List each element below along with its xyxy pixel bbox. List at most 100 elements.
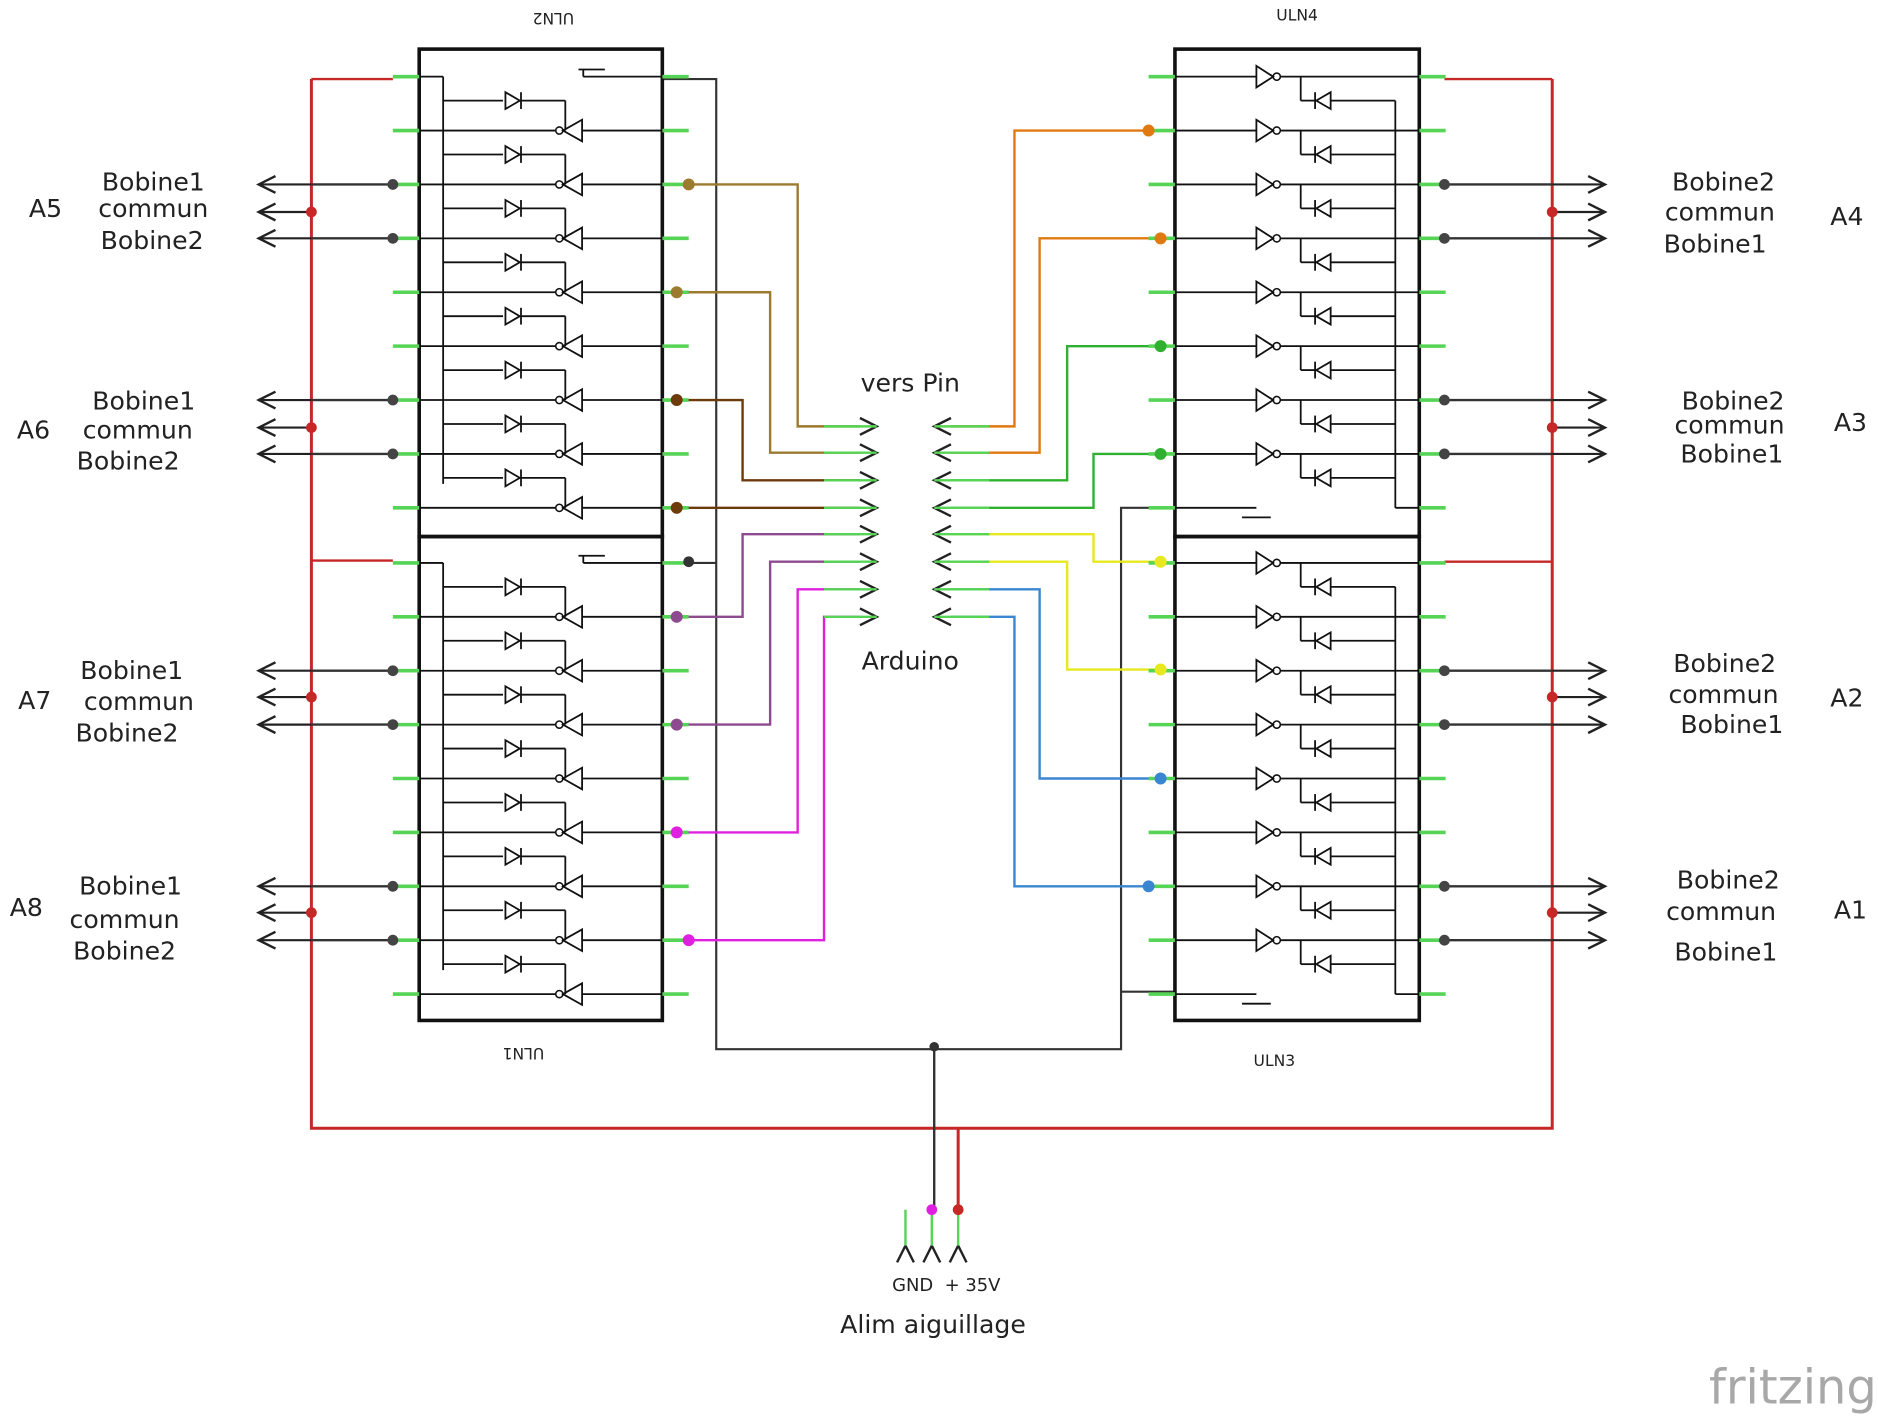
right-bobine-bottom-label: Bobine1 <box>1674 938 1777 967</box>
diode-icon <box>1314 792 1332 813</box>
junction-dot <box>1154 555 1167 568</box>
power-pin-icon <box>948 1242 968 1263</box>
chip-label-uln1: ULN1 <box>503 1044 545 1062</box>
diode-icon <box>1314 306 1332 327</box>
junction-dot <box>1546 206 1558 218</box>
inverter-buffer-icon <box>1255 712 1275 738</box>
signal-wire <box>676 398 860 482</box>
junction-dot <box>387 665 399 677</box>
diode-icon <box>1314 954 1332 975</box>
right-bobine-bottom-label: Bobine1 <box>1680 710 1783 739</box>
signal-wire <box>676 560 860 726</box>
right-address-label: A4 <box>1830 202 1863 231</box>
diode-icon <box>1314 414 1332 434</box>
junction-dot <box>1439 448 1450 460</box>
inverter-buffer-icon <box>1255 333 1275 359</box>
connector-pin-icon <box>1587 418 1608 438</box>
junction-dot <box>1142 124 1155 137</box>
inverter-buffer-icon <box>1255 873 1275 899</box>
junction-dot <box>1154 340 1167 353</box>
diode-icon <box>504 90 522 111</box>
connector-pin-icon <box>1587 876 1608 896</box>
junction-dot <box>929 1042 939 1052</box>
wire-layer <box>258 77 1605 1210</box>
ground-wire <box>662 77 1175 1051</box>
junction-dot <box>1546 907 1558 919</box>
junction-dot <box>683 556 695 568</box>
junction-dot <box>306 422 317 433</box>
diode-icon <box>1314 252 1332 273</box>
chip-label-uln4: ULN4 <box>1276 6 1318 24</box>
junction-dot <box>387 232 399 244</box>
junction-dot <box>952 1204 964 1216</box>
diode-icon <box>504 792 522 813</box>
supply-rail <box>309 79 1554 1130</box>
signal-wire <box>950 344 1161 482</box>
junction-dot <box>306 691 317 703</box>
diode-icon <box>504 198 522 219</box>
left-bobine-bottom-label: Bobine2 <box>77 447 180 476</box>
diode-icon <box>504 252 522 273</box>
diode-icon <box>1314 90 1332 111</box>
inverter-buffer-icon <box>1255 172 1275 197</box>
left-address-label: A7 <box>18 686 51 715</box>
junction-dot <box>1546 422 1558 433</box>
connector-pin-icon <box>256 444 277 464</box>
inverter-buffer-icon <box>1255 819 1275 845</box>
junction-dot <box>1154 663 1167 676</box>
power-plus-label: + 35V <box>945 1275 1002 1296</box>
signal-wire <box>688 183 860 428</box>
junction-dot <box>1439 394 1450 406</box>
junction-dot <box>1154 447 1167 460</box>
inverter-buffer-icon <box>1255 766 1275 791</box>
chip-layer <box>256 47 1608 1263</box>
left-bobine-top-label: Bobine1 <box>92 387 195 416</box>
power-pin-icon <box>922 1242 942 1263</box>
power-pin-icon <box>896 1242 915 1263</box>
signal-wire <box>950 452 1161 510</box>
diode-icon <box>504 144 522 165</box>
junction-layer <box>306 124 1558 1216</box>
right-address-label: A2 <box>1830 684 1863 713</box>
junction-dot <box>670 718 683 731</box>
diode-icon <box>504 900 522 921</box>
left-commun-label: commun <box>70 905 180 934</box>
right-address-label: A3 <box>1834 408 1867 437</box>
inverter-buffer-icon <box>1255 604 1275 630</box>
signal-wire <box>950 560 1161 671</box>
signal-wire <box>950 588 1161 780</box>
right-commun-label: commun <box>1668 680 1778 709</box>
inverter-buffer-icon <box>1255 118 1275 143</box>
signal-wire <box>688 615 860 942</box>
junction-dot <box>1439 665 1450 677</box>
junction-dot <box>682 178 695 191</box>
junction-dot <box>387 448 399 460</box>
left-commun-label: commun <box>83 415 193 444</box>
left-address-label: A8 <box>10 893 43 922</box>
junction-dot <box>387 880 399 892</box>
inverter-buffer-icon <box>1255 387 1275 413</box>
connector-pin-icon <box>1587 715 1608 735</box>
junction-dot <box>306 907 317 919</box>
junction-dot <box>387 719 399 731</box>
arduino-name-label: Arduino <box>862 647 959 676</box>
inverter-buffer-icon <box>1255 550 1275 576</box>
junction-dot <box>387 179 399 190</box>
diode-icon <box>1314 684 1332 705</box>
diode-icon <box>1314 144 1332 165</box>
junction-dot <box>1439 179 1450 190</box>
junction-dot <box>387 934 399 946</box>
right-commun-label: commun <box>1674 411 1784 440</box>
diode-icon <box>504 467 522 488</box>
inverter-buffer-icon <box>1255 64 1275 90</box>
connector-pin-icon <box>256 228 277 248</box>
connector-pin-icon <box>256 687 277 707</box>
diode-icon <box>1314 198 1332 219</box>
inverter-buffer-icon <box>1255 927 1275 953</box>
signal-wire <box>950 237 1161 454</box>
inverter-buffer-icon <box>1255 225 1275 251</box>
junction-dot <box>1439 880 1450 892</box>
right-bobine-top-label: Bobine2 <box>1672 167 1775 196</box>
diode-icon <box>1314 738 1332 759</box>
